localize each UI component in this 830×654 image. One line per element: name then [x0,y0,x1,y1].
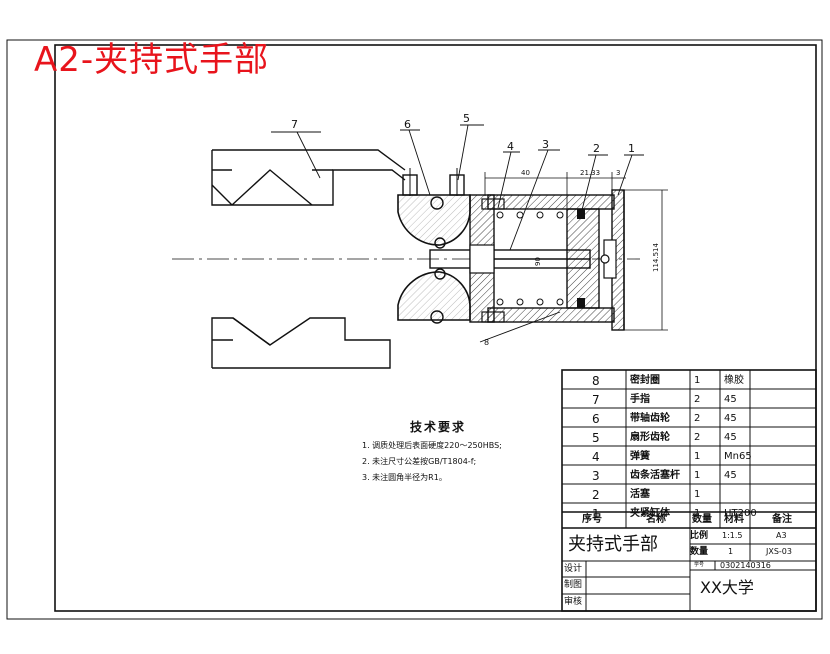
dim-21-33: 21.33 [580,169,600,177]
parts-row-no: 3 [592,469,600,483]
header-name: 名称 [646,514,666,525]
mounting-bolts [481,198,505,323]
parts-row-qty: 1 [694,489,701,500]
header-qty: 数量 [692,514,712,525]
header-note: 备注 [772,514,792,525]
parts-row-qty: 1 [694,451,701,462]
balloon-7: 7 [291,118,298,131]
scale-value: 1:1.5 [722,531,743,540]
parts-row-material: 45 [724,432,737,443]
parts-row-no: 6 [592,412,600,426]
lower-sector-gear [397,271,471,324]
parts-row-name: 弹簧 [630,451,650,462]
dimension-labels: 40 21.33 3 114.514 90 [521,169,660,272]
parts-row-material: 45 [724,413,737,424]
parts-row-qty: 1 [694,508,701,519]
parts-row-name: 夹紧缸体 [630,508,670,519]
parts-row-no: 7 [592,393,600,407]
drawing-name: 夹持式手部 [568,534,658,555]
tech-heading: 技术要求 [410,420,467,434]
tech-item-1: 1. 调质处理后表面硬度220～250HBS; [362,441,502,450]
parts-row-name: 密封圈 [630,375,660,386]
parts-row-name: 手指 [630,394,650,405]
parts-row-qty: 1 [694,375,701,386]
student-id: 0302140316 [720,561,771,570]
parts-row-material: Mn65 [724,451,752,462]
parts-row-name: 带轴齿轮 [630,413,670,424]
balloon-8: 8 [484,338,489,347]
scale-label: 比例 [690,531,709,541]
leader-lines [271,124,644,343]
student-label: 学号 [694,562,705,568]
parts-row-qty: 1 [694,470,701,481]
parts-row-no: 1 [592,507,600,521]
rack-rod [429,237,591,280]
dim-90: 90 [534,257,542,266]
header-material: 材料 [724,514,744,525]
inner-border [54,44,817,612]
balloon-2: 2 [593,142,600,155]
parts-row-no: 8 [592,374,600,388]
balloon-4: 4 [507,140,514,153]
tech-item-2: 2. 未注尺寸公差按GB/T1804-f; [362,457,477,466]
technical-requirements: 技术要求 1. 调质处理后表面硬度220～250HBS; 2. 未注尺寸公差按G… [362,418,562,483]
review-label: 审核 [564,597,583,607]
balloon-3: 3 [542,138,549,151]
parts-row-qty: 2 [694,394,701,405]
dim-3: 3 [616,169,620,177]
parts-row-name: 齿条活塞杆 [630,470,680,481]
parts-row-qty: 2 [694,413,701,424]
qty-value: 1 [728,547,734,556]
upper-sector-gear [397,168,471,246]
parts-row-material: 45 [724,470,737,481]
parts-row-qty: 2 [694,432,701,443]
parts-row-name: 活塞 [630,489,650,500]
balloon-labels: 7 6 5 4 3 2 1 8 [291,112,635,347]
school-name: XX大学 [700,578,754,597]
parts-row-material: HT200 [724,508,757,519]
parts-row-material: 45 [724,394,737,405]
header-no: 序号 [582,514,602,525]
piston [566,208,610,309]
dimension-lines [484,172,668,331]
parts-row-name: 扇形齿轮 [630,432,670,443]
parts-row-no: 2 [592,488,600,502]
drawing-no: JXS-03 [766,547,792,556]
tech-item-3: 3. 未注圆角半径为R1。 [362,473,447,482]
parts-row-no: 5 [592,431,600,445]
balloon-1: 1 [628,142,635,155]
draw-label: 制图 [564,580,583,590]
parts-row-no: 4 [592,450,600,464]
outer-border [6,39,823,620]
lower-finger [211,317,391,369]
qty-label: 数量 [690,547,709,557]
dim-40: 40 [521,169,530,177]
drawing-title: A2-夹持式手部 [34,40,270,80]
parts-row-material: 橡胶 [724,375,744,386]
balloon-6: 6 [404,118,411,131]
parts-list-grid [561,369,817,612]
dim-114: 114.514 [652,243,660,272]
design-label: 设计 [564,564,583,574]
upper-finger [211,149,406,206]
balloon-5: 5 [463,112,470,125]
sheet-size: A3 [776,531,787,540]
